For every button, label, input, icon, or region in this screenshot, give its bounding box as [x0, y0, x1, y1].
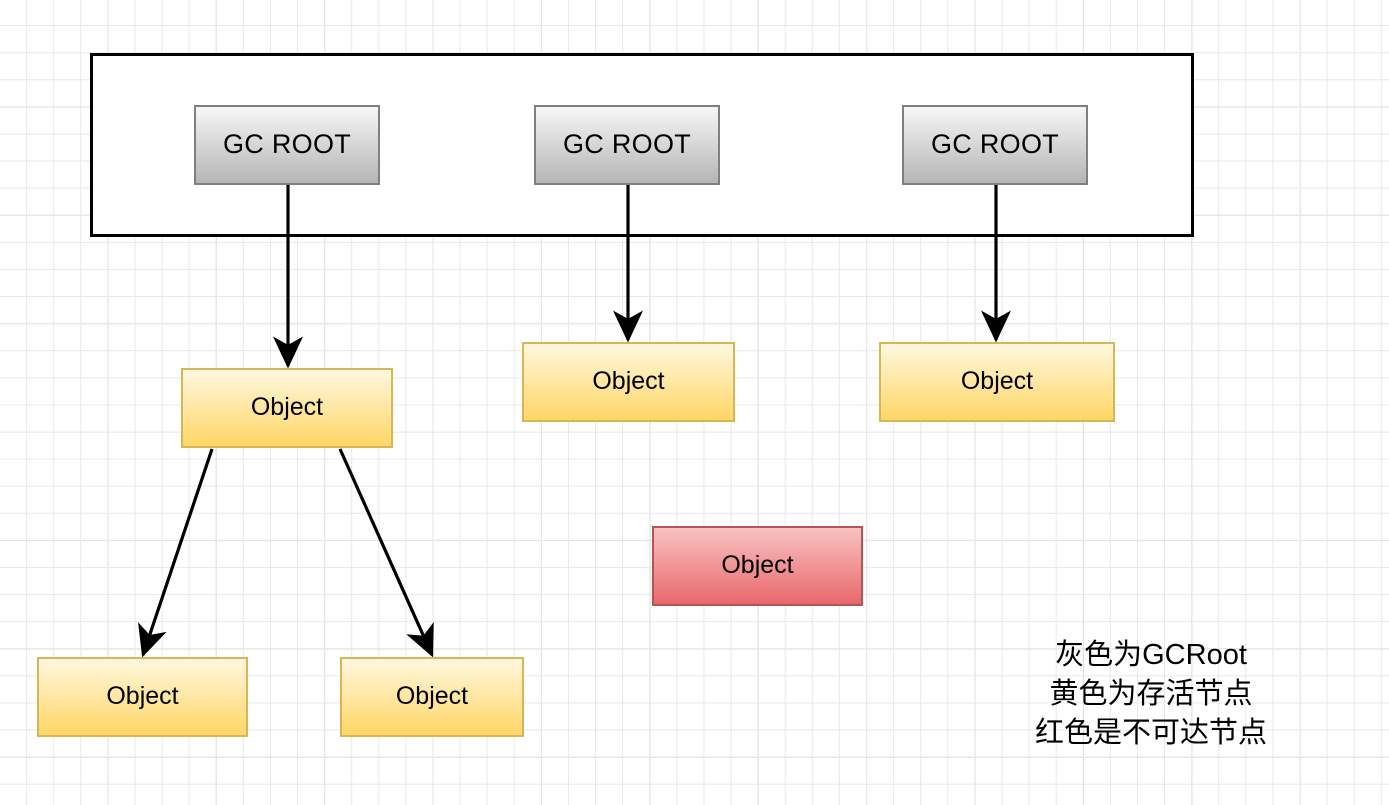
node-label: Object — [106, 682, 179, 711]
node-label: Object — [960, 367, 1034, 396]
node-label: Object — [395, 682, 469, 711]
node-object-d[interactable]: Object — [37, 657, 248, 737]
node-gcroot-1[interactable]: GC ROOT — [194, 105, 380, 185]
color-legend: 灰色为GCRoot 黄色为存活节点红色是不可达节点 — [1035, 636, 1267, 753]
node-object-c[interactable]: Object — [879, 342, 1115, 422]
node-label: GC ROOT — [222, 129, 352, 160]
node-object-e[interactable]: Object — [340, 657, 524, 737]
node-label: GC ROOT — [930, 129, 1060, 160]
node-label: Object — [592, 367, 665, 396]
node-object-a[interactable]: Object — [181, 368, 393, 448]
node-label: GC ROOT — [562, 129, 692, 160]
node-gcroot-3[interactable]: GC ROOT — [902, 105, 1088, 185]
legend-line-2: 黄色为存活节点 — [1049, 678, 1253, 711]
node-object-b[interactable]: Object — [522, 342, 735, 422]
edge-objecta-to-objecte — [338, 448, 434, 658]
node-object-unreachable[interactable]: Object — [652, 526, 863, 606]
legend-line-3: 红色是不可达节点 — [1035, 717, 1268, 750]
edge-objecta-to-objectd — [138, 448, 214, 658]
legend-line-1: 灰色为GCRoot — [1055, 639, 1247, 671]
node-label: Object — [250, 393, 324, 422]
node-label: Object — [721, 551, 794, 580]
node-gcroot-2[interactable]: GC ROOT — [534, 105, 720, 185]
